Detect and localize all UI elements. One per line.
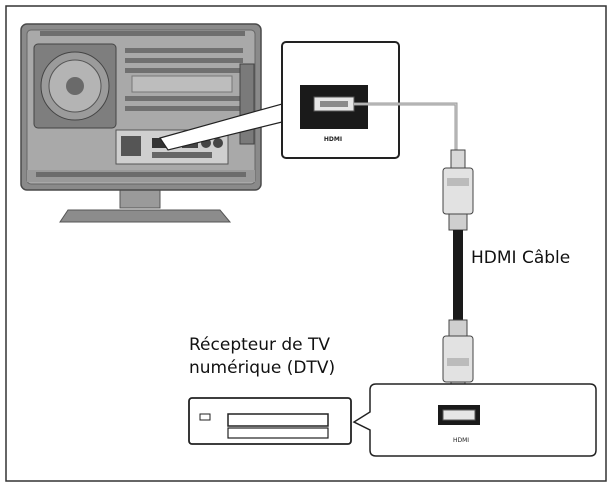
dtv-receiver-label: Récepteur de TV numérique (DTV) <box>189 334 335 380</box>
dtv-receiver <box>188 397 352 445</box>
receiver-hdmi-port <box>442 409 476 421</box>
tv-port-callout <box>281 41 400 159</box>
dtv-receiver-label-line2: numérique (DTV) <box>189 358 336 378</box>
receiver-port-callout <box>352 383 597 457</box>
tv-port-caption: HDMI <box>324 136 342 143</box>
hdmi-cable <box>453 230 463 322</box>
dtv-receiver-label-line1: Récepteur de TV <box>189 335 331 355</box>
tv-back-panel <box>20 23 262 223</box>
tv-stand-base <box>59 209 232 223</box>
hdmi-cable-label: HDMI Câble <box>471 248 571 268</box>
receiver-port-caption: HDMI <box>453 437 469 444</box>
hdmi-plug-top <box>442 149 474 231</box>
